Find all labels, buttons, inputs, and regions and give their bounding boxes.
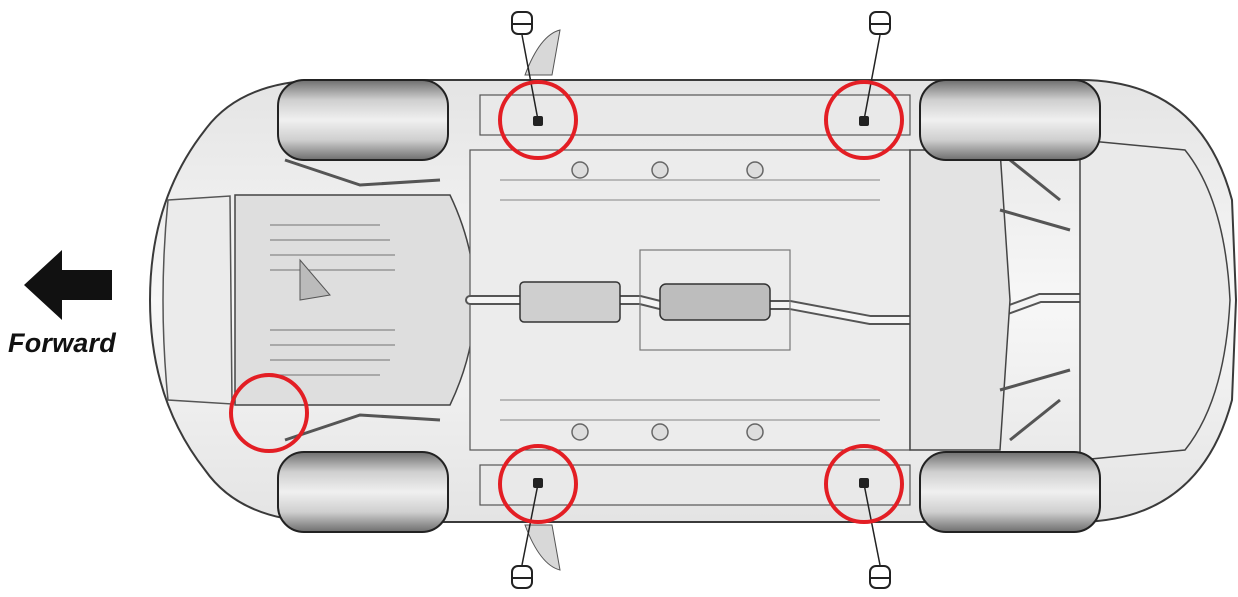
leader-lines [521,34,881,566]
arrow-left-icon [24,250,112,320]
rear-trunk-floor [1079,139,1231,461]
floor-pan-plugs [571,161,764,441]
front-suspension [284,158,441,442]
front-right-lift-point [498,444,578,524]
left-rocker-panel [479,94,911,136]
undercover-ribs [270,224,395,376]
right-rocker-panel [479,464,911,506]
rear-left-tire [919,79,1101,161]
right-mud-flap [524,524,561,571]
rear-right-lift-point [824,444,904,524]
rear-subframe [909,149,1011,451]
exhaust-heat-shield [639,249,791,351]
undercover-vent [299,258,331,301]
forward-label: Forward [8,328,116,358]
left-mud-flap [524,29,561,76]
floor-pan-ribs [500,179,880,421]
front-bumper [162,195,233,405]
front-left-lift-point [498,80,578,160]
lift-point-pads [533,116,869,488]
exhaust-pipe-highlight [467,295,1083,323]
exhaust-resonator-front [519,281,621,323]
front-jack-point [229,373,309,453]
rear-suspension-arms [999,158,1071,442]
lift-pad-icon [869,11,891,35]
rear-right-tire [919,451,1101,533]
lift-pad-icon [869,565,891,589]
front-right-tire [277,451,449,533]
lift-pad-icon [511,565,533,589]
rear-left-lift-point [824,80,904,160]
lift-pad-icon [511,11,533,35]
front-left-tire [277,79,449,161]
exhaust-muffler-center [659,283,771,321]
